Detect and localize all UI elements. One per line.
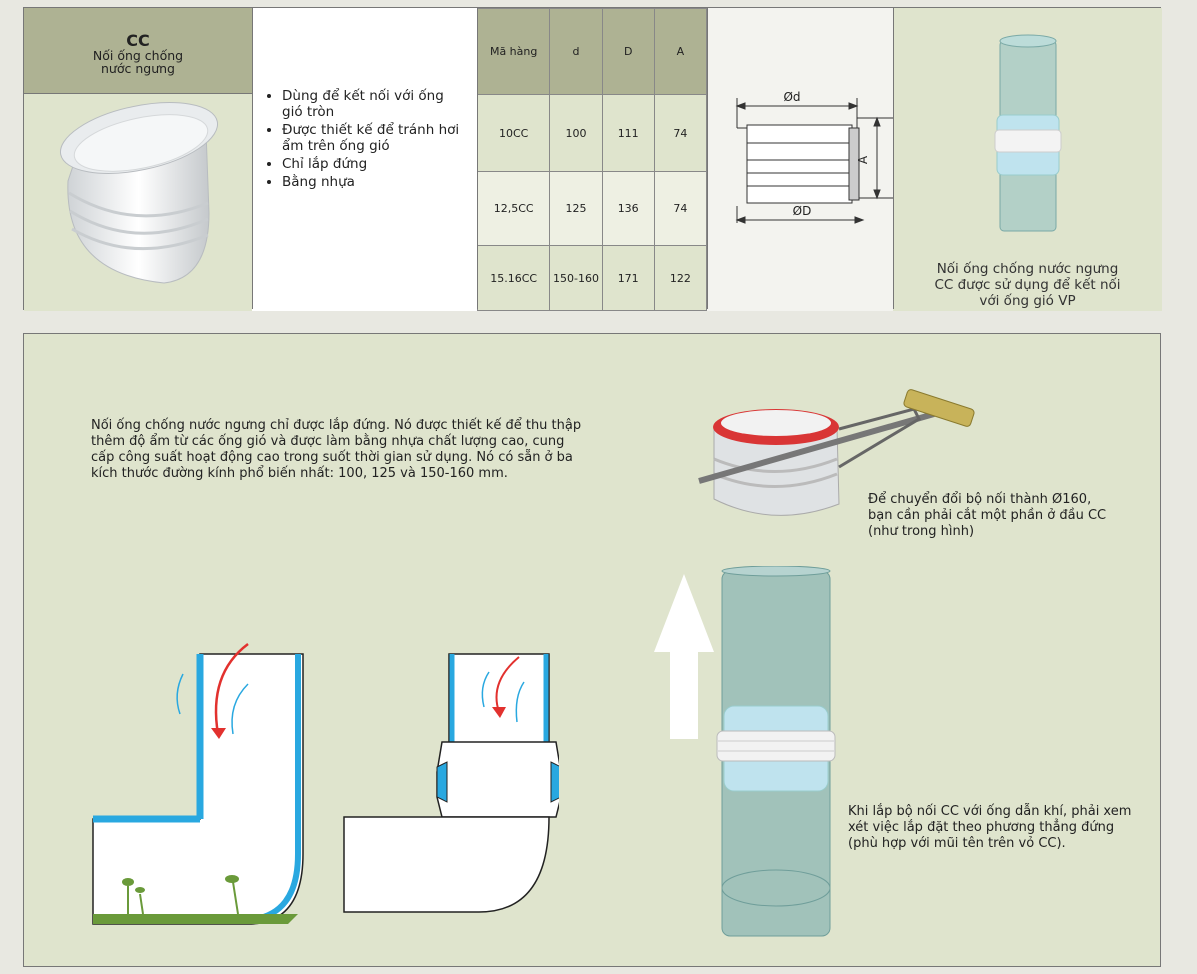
connector-illustration (59, 102, 219, 284)
feature-list: Dùng để kết nối với ống gió tròn Được th… (252, 8, 477, 311)
label-small-d: Ød (783, 90, 800, 104)
label-big-d: ØD (793, 204, 812, 218)
product-code: CC (126, 31, 150, 50)
cell-d: 150-160 (549, 245, 603, 311)
header-code: Mã hàng (476, 8, 551, 95)
usage-caption: Nối ống chống nước ngưng CC được sử dụng… (893, 261, 1162, 309)
table-row: 10CC 100 111 74 (476, 94, 708, 172)
cell-code: 15.16CC (476, 245, 551, 311)
dimension-drawing: Ød ØD A (707, 8, 893, 311)
table-row: 15.16CC 150-160 171 122 (476, 245, 708, 311)
caption-line: Nối ống chống nước ngưng (936, 261, 1119, 277)
cell-D: 111 (601, 94, 655, 172)
feature-item: Bằng nhựa (282, 174, 467, 190)
cell-code: 12,5CC (476, 171, 551, 246)
installation-panel: Nối ống chống nước ngưng chỉ được lắp đứ… (23, 333, 1161, 967)
cutting-illustration (698, 389, 975, 516)
product-title-box: CC Nối ống chống nước ngưng (24, 8, 252, 93)
cell-d: 100 (549, 94, 603, 172)
header-D: D (601, 8, 655, 95)
cell-d: 125 (549, 171, 603, 246)
product-spec-panel: CC Nối ống chống nước ngưng Dùng để kết … (23, 7, 1162, 311)
product-name: Nối ống chống nước ngưng (92, 48, 184, 76)
usage-caption-box: Nối ống chống nước ngưng CC được sử dụng… (893, 8, 1162, 311)
cell-A: 74 (653, 171, 708, 246)
up-arrow-icon (654, 574, 714, 739)
cut-instruction-note: Để chuyển đổi bộ nối thành Ø160, bạn cần… (868, 492, 1107, 539)
caption-line: với ống gió VP (979, 293, 1076, 309)
elbow-diagram-with-connector (343, 653, 559, 913)
description-paragraph: Nối ống chống nước ngưng chỉ được lắp đứ… (91, 418, 582, 481)
cell-D: 171 (601, 245, 655, 311)
feature-item: Dùng để kết nối với ống gió tròn (282, 88, 467, 120)
install-instruction-note: Khi lắp bộ nối CC với ống dẫn khí, phải … (848, 804, 1132, 851)
caption-line: CC được sử dụng để kết nối (934, 277, 1121, 293)
cell-A: 122 (653, 245, 708, 311)
elbow-diagram-without-connector (92, 643, 304, 925)
vertical-pipe-illustration (716, 566, 836, 937)
spec-table: Mã hàng d D A 10CC 100 111 74 12,5CC 125… (476, 8, 708, 311)
header-d: d (549, 8, 603, 95)
technical-drawing: Ød ØD A (735, 90, 893, 224)
header-A: A (653, 8, 708, 95)
cell-code: 10CC (476, 94, 551, 172)
product-photo (24, 93, 252, 311)
feature-item: Chỉ lắp đứng (282, 156, 467, 172)
cell-A: 74 (653, 94, 708, 172)
cell-D: 136 (601, 171, 655, 246)
pipe-illustration (994, 34, 1062, 232)
label-a: A (856, 155, 870, 164)
table-row: 12,5CC 125 136 74 (476, 171, 708, 246)
feature-item: Được thiết kế để tránh hơi ẩm trên ống g… (282, 122, 467, 154)
